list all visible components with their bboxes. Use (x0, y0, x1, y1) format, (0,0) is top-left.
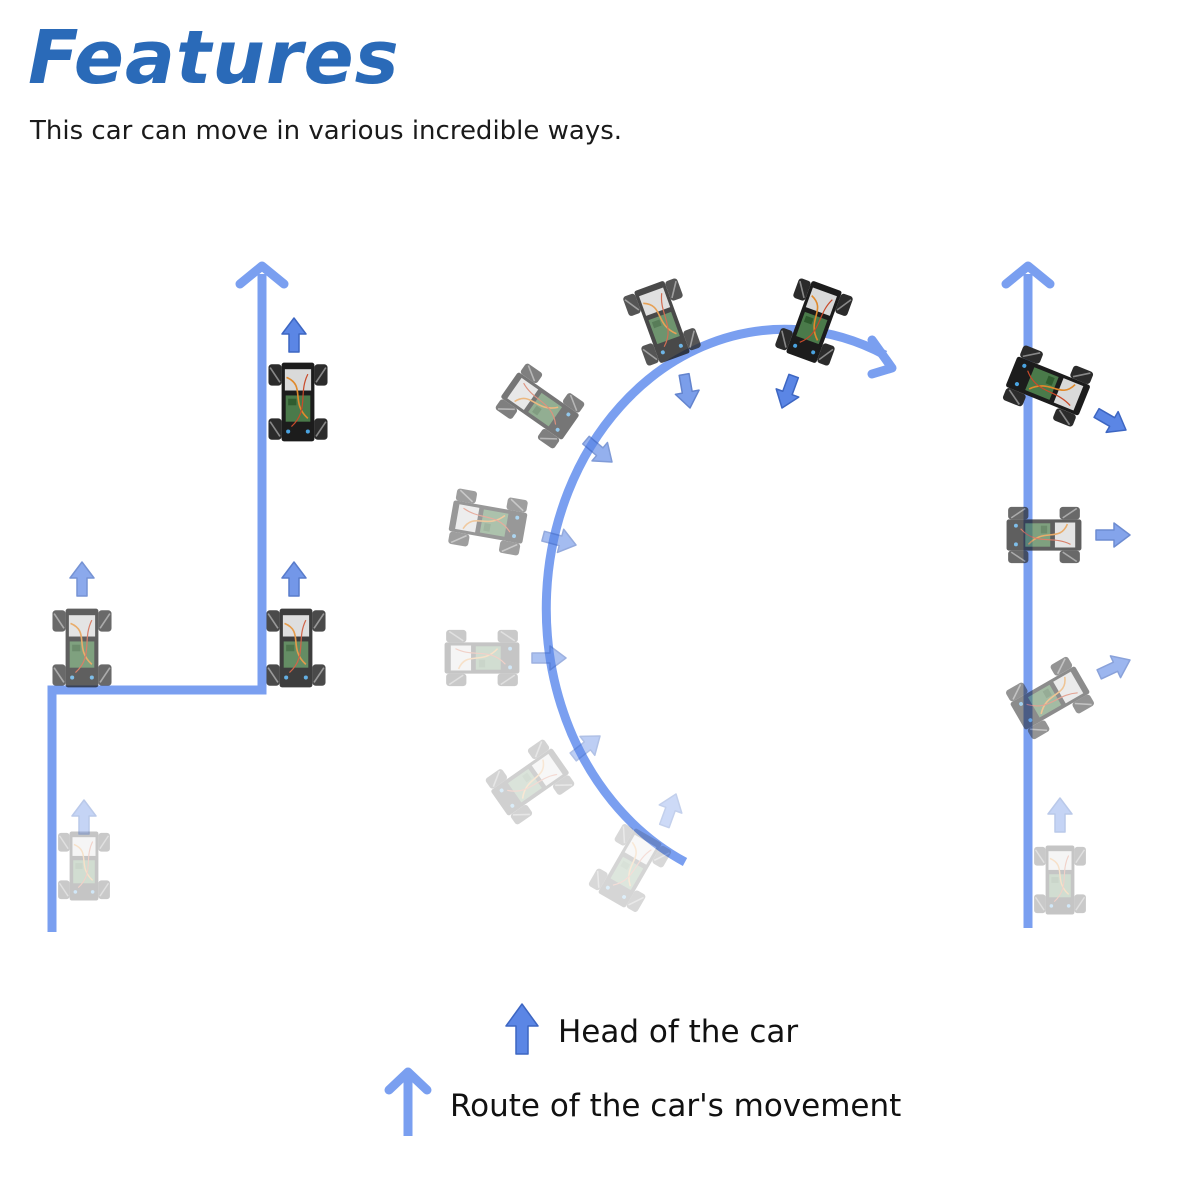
car-arc-4 (445, 487, 531, 557)
car-arc-2 (482, 736, 578, 828)
scenario-l-route (47, 261, 329, 932)
route-arrowhead-arc (867, 335, 897, 379)
car-l-2 (51, 607, 113, 689)
car-straight-1 (1033, 844, 1087, 916)
car-l-1 (57, 830, 111, 902)
page-title: Features (28, 15, 400, 101)
scenario-arc-route (443, 275, 897, 916)
head-arrow-l-2 (69, 561, 95, 597)
legend-head-label: Head of the car (558, 1014, 799, 1050)
car-straight-3 (1005, 506, 1083, 564)
car-arc-5 (492, 360, 588, 452)
route-arrowhead-straight (1001, 261, 1055, 289)
head-arrow-straight-1 (1047, 797, 1073, 833)
car-straight-2 (1002, 654, 1098, 742)
legend-route-icon (384, 1067, 432, 1136)
car-straight-4 (999, 343, 1097, 429)
head-arrow-arc-6 (671, 371, 703, 411)
car-l-3 (265, 607, 327, 689)
car-arc-1 (586, 820, 674, 916)
head-arrow-arc-7 (769, 371, 806, 413)
head-arrow-l-1 (71, 799, 97, 835)
head-arrow-straight-4 (1089, 401, 1133, 442)
car-l-4 (267, 361, 329, 443)
page-subtitle: This car can move in various incredible … (30, 116, 623, 146)
scenario-straight-route (999, 261, 1136, 928)
head-arrow-straight-3 (1095, 522, 1131, 548)
legend-head-icon (505, 1003, 539, 1055)
head-arrow-l-3 (281, 561, 307, 597)
car-arc-7 (773, 275, 855, 369)
head-arrow-l-4 (281, 317, 307, 353)
route-arrowhead-l (235, 261, 289, 289)
car-arc-3 (443, 629, 521, 687)
route-line-l (47, 274, 267, 932)
route-line-arc (541, 324, 888, 866)
head-arrow-straight-2 (1093, 648, 1136, 686)
legend-route-label: Route of the car's movement (450, 1088, 902, 1124)
head-arrow-arc-1 (652, 789, 689, 831)
